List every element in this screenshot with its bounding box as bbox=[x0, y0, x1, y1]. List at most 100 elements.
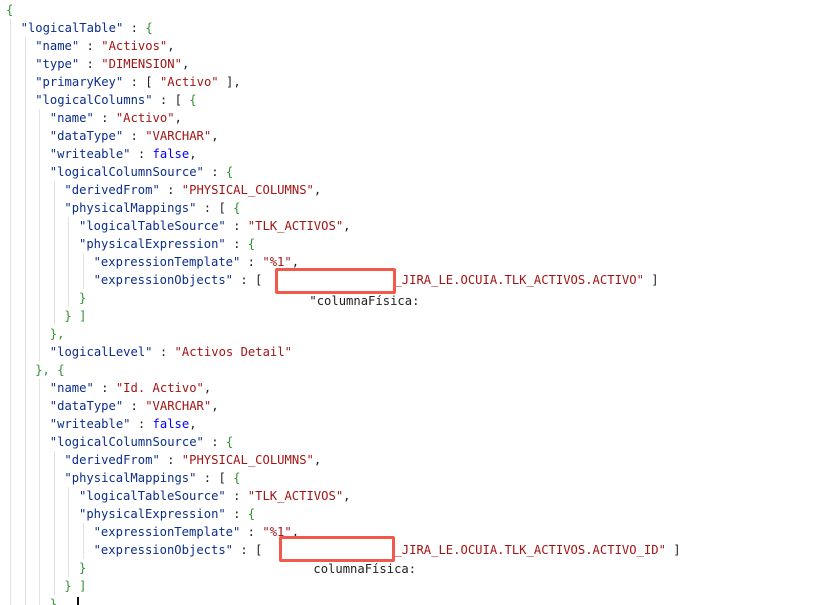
code-token: , bbox=[313, 183, 322, 197]
text-cursor bbox=[77, 597, 79, 605]
code-token: "derivedFrom" bbox=[64, 453, 160, 467]
highlight-label-2: columnaFísica: bbox=[313, 562, 417, 576]
indent-guide bbox=[68, 217, 70, 307]
indent-guide bbox=[53, 451, 55, 595]
code-line: "physicalExpression" : { bbox=[79, 505, 255, 523]
code-token: : bbox=[225, 507, 248, 521]
code-token: { bbox=[225, 435, 234, 449]
code-token: "logicalTableSource" bbox=[79, 489, 226, 503]
code-token: "%1" bbox=[262, 525, 292, 539]
code-token: : bbox=[93, 381, 116, 395]
code-token: : bbox=[225, 219, 248, 233]
code-token: , bbox=[167, 39, 175, 53]
code-token: ] bbox=[643, 273, 659, 287]
code-token: : bbox=[152, 345, 175, 359]
code-token: , bbox=[189, 417, 197, 431]
code-token: "VARCHAR" bbox=[145, 399, 212, 413]
code-line: "physicalMappings" : [ { bbox=[64, 199, 240, 217]
code-token: : [ bbox=[152, 93, 190, 107]
code-token: : bbox=[79, 57, 102, 71]
code-token: { bbox=[247, 507, 256, 521]
highlight-box-columna-fisica-2: columnaFísica: bbox=[279, 536, 416, 576]
highlight-label-1: "columnaFísica: bbox=[309, 294, 420, 308]
indent-guide bbox=[39, 109, 41, 361]
code-line: } ] bbox=[64, 577, 86, 595]
code-line: } bbox=[50, 595, 57, 605]
code-line: "physicalMappings" : [ { bbox=[64, 469, 240, 487]
code-token: "type" bbox=[35, 57, 80, 71]
code-line: "logicalColumnSource" : { bbox=[50, 433, 233, 451]
code-token: "derivedFrom" bbox=[64, 183, 160, 197]
code-line: "logicalColumnSource" : { bbox=[50, 163, 233, 181]
code-token: "writeable" bbox=[49, 147, 131, 161]
code-token: "Activos Detail" bbox=[174, 345, 292, 359]
code-token: ], bbox=[218, 75, 241, 89]
code-token: } bbox=[49, 597, 58, 605]
code-line: "name" : "Id. Activo", bbox=[50, 379, 211, 397]
code-token: : bbox=[240, 255, 263, 269]
code-token: } ] bbox=[64, 309, 87, 323]
code-token: , bbox=[211, 129, 219, 143]
code-token: : bbox=[203, 165, 226, 179]
indent-guide bbox=[53, 181, 55, 325]
code-token: : [ bbox=[123, 75, 160, 89]
indent-guide bbox=[68, 487, 70, 577]
code-line: { bbox=[6, 1, 13, 19]
code-token: : [ bbox=[196, 471, 234, 485]
code-line: } bbox=[79, 289, 86, 307]
indent-guide bbox=[83, 253, 84, 289]
code-token: W_JIRA_LE.OCUIA.TLK_ACTIVOS.ACTIVO_ID" bbox=[269, 543, 666, 557]
code-token: { bbox=[145, 21, 153, 35]
code-line: }, { bbox=[35, 361, 64, 379]
code-token: : [ bbox=[233, 543, 270, 557]
code-token: "dataType" bbox=[49, 129, 124, 143]
code-token: false bbox=[152, 417, 190, 431]
code-token: { bbox=[233, 201, 241, 215]
code-token: { bbox=[225, 165, 234, 179]
code-token: "name" bbox=[49, 111, 94, 125]
code-token: W_JIRA_LE.OCUIA.TLK_ACTIVOS.ACTIVO" bbox=[269, 273, 644, 287]
code-line: }, bbox=[50, 325, 65, 343]
code-token: : bbox=[159, 183, 182, 197]
code-token: , bbox=[291, 255, 300, 269]
code-token: : bbox=[79, 39, 102, 53]
code-token: : bbox=[225, 237, 248, 251]
code-token: { bbox=[233, 471, 241, 485]
code-token: "Activos" bbox=[101, 39, 168, 53]
code-token: "PHYSICAL_COLUMNS" bbox=[181, 183, 314, 197]
code-token: "primaryKey" bbox=[35, 75, 124, 89]
code-line: "writeable" : false, bbox=[50, 145, 197, 163]
code-token: "logicalColumnSource" bbox=[49, 435, 204, 449]
code-token: { bbox=[6, 3, 14, 17]
code-line: "dataType" : "VARCHAR", bbox=[50, 127, 219, 145]
code-line: "derivedFrom" : "PHYSICAL_COLUMNS", bbox=[64, 181, 321, 199]
code-line: "expressionObjects" : [ W_JIRA_LE.OCUIA.… bbox=[94, 541, 681, 559]
code-token: "physicalExpression" bbox=[79, 237, 226, 251]
code-token: "Activo" bbox=[115, 111, 175, 125]
code-token: "name" bbox=[49, 381, 94, 395]
code-token: "Activo" bbox=[159, 75, 219, 89]
code-line: "logicalLevel" : "Activos Detail" bbox=[50, 343, 292, 361]
code-token: , bbox=[291, 525, 300, 539]
code-token: , bbox=[189, 147, 197, 161]
code-line: "logicalColumns" : [ { bbox=[35, 91, 196, 109]
code-token: , bbox=[313, 453, 322, 467]
code-token: "logicalTableSource" bbox=[79, 219, 226, 233]
code-token: "VARCHAR" bbox=[145, 129, 212, 143]
code-token: , bbox=[343, 219, 351, 233]
code-token: "expressionTemplate" bbox=[93, 255, 241, 269]
code-line: "writeable" : false, bbox=[50, 415, 197, 433]
code-line: "physicalExpression" : { bbox=[79, 235, 255, 253]
code-line: } bbox=[79, 559, 86, 577]
code-token: "logicalColumns" bbox=[35, 93, 153, 107]
code-token: : bbox=[123, 21, 146, 35]
code-token: , bbox=[211, 399, 219, 413]
code-line: "expressionTemplate" : "%1", bbox=[94, 523, 299, 541]
code-token: "%1" bbox=[262, 255, 292, 269]
code-line: } ] bbox=[64, 307, 86, 325]
code-token: "Id. Activo" bbox=[115, 381, 204, 395]
code-token: : [ bbox=[233, 273, 270, 287]
code-token: : [ bbox=[196, 201, 234, 215]
code-token: "DIMENSION" bbox=[101, 57, 182, 71]
